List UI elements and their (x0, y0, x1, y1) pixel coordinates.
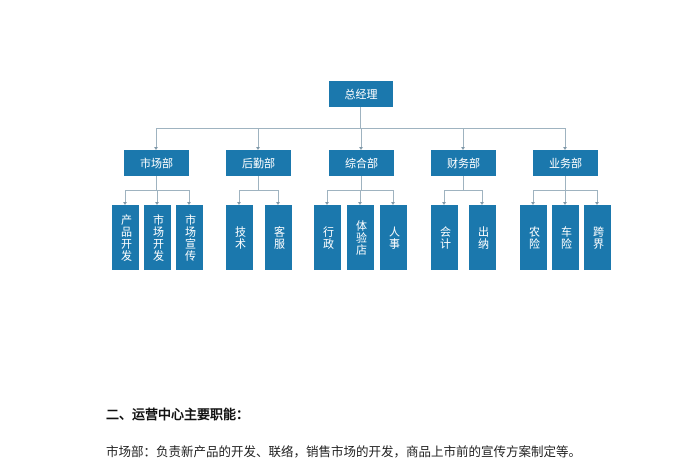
arrow-icon (187, 202, 191, 205)
connector-line (361, 128, 362, 148)
arrow-icon (531, 202, 535, 205)
connector-line (360, 107, 361, 128)
connector-line (565, 176, 566, 190)
arrow-icon (276, 202, 280, 205)
connector-line (597, 190, 598, 203)
arrow-icon (155, 202, 159, 205)
arrow-icon (325, 202, 329, 205)
section-paragraph: 市场部：负责新产品的开发、联络，销售市场的开发，商品上市前的宣传方案制定等。 (106, 444, 582, 459)
connector-line (360, 190, 361, 203)
connector-line (156, 176, 157, 190)
connector-line (482, 190, 483, 203)
connector-line (327, 190, 328, 203)
connector-line (125, 190, 126, 203)
arrow-icon (442, 202, 446, 205)
team-node: 市场开发 (144, 205, 171, 270)
team-node: 行政 (314, 205, 341, 270)
connector-line (444, 190, 445, 203)
team-node: 人事 (380, 205, 407, 270)
connector-line (278, 190, 279, 203)
connector-line (361, 176, 362, 190)
connector-line (444, 190, 482, 191)
arrow-icon (256, 147, 260, 150)
arrow-icon (563, 147, 567, 150)
arrow-icon (358, 202, 362, 205)
connector-line (157, 190, 158, 203)
department-node: 综合部 (329, 150, 394, 176)
department-node: 市场部 (124, 150, 189, 176)
arrow-icon (480, 202, 484, 205)
connector-line (463, 176, 464, 190)
department-node: 业务部 (533, 150, 598, 176)
connector-line (189, 190, 190, 203)
connector-line (258, 176, 259, 190)
connector-line (156, 128, 157, 148)
connector-line (463, 128, 464, 148)
arrow-icon (595, 202, 599, 205)
section-heading: 二、运营中心主要职能： (106, 408, 250, 423)
team-node: 客服 (265, 205, 292, 270)
connector-line (156, 128, 565, 129)
arrow-icon (391, 202, 395, 205)
connector-line (565, 128, 566, 148)
root-node: 总经理 (329, 81, 393, 107)
arrow-icon (359, 147, 363, 150)
arrow-icon (563, 202, 567, 205)
arrow-icon (154, 147, 158, 150)
arrow-icon (237, 202, 241, 205)
arrow-icon (461, 147, 465, 150)
connector-line (239, 190, 240, 203)
team-node: 技术 (226, 205, 253, 270)
team-node: 出纳 (469, 205, 496, 270)
arrow-icon (123, 202, 127, 205)
connector-line (393, 190, 394, 203)
connector-line (258, 128, 259, 148)
team-node: 跨界 (584, 205, 611, 270)
team-node: 车险 (552, 205, 579, 270)
team-node: 会计 (431, 205, 458, 270)
team-node: 市场宣传 (176, 205, 203, 270)
team-node: 体验店 (347, 205, 374, 270)
connector-line (239, 190, 278, 191)
team-node: 产品开发 (112, 205, 139, 270)
department-node: 后勤部 (226, 150, 291, 176)
connector-line (565, 190, 566, 203)
team-node: 农险 (520, 205, 547, 270)
department-node: 财务部 (431, 150, 496, 176)
connector-line (533, 190, 534, 203)
